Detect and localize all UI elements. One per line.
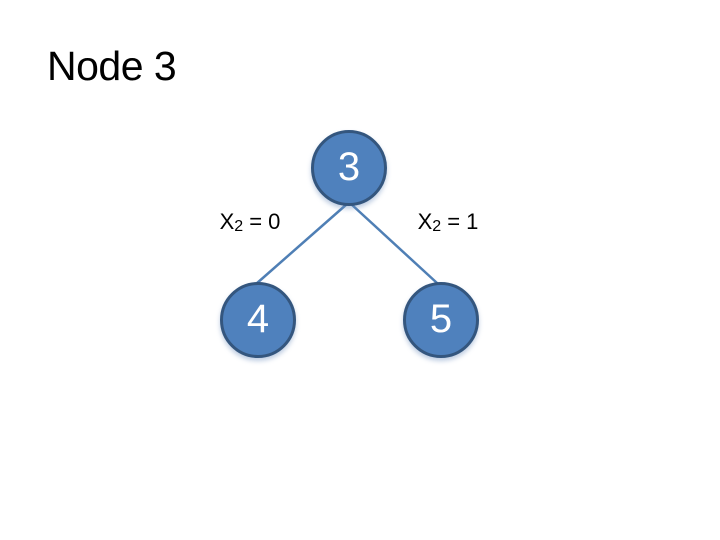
page-title: Node 3: [47, 43, 177, 89]
tree-node-3-label: 3: [337, 145, 361, 189]
edge-label-left-subscript: 2: [234, 218, 244, 235]
edge-right-line: [349, 202, 439, 285]
edge-label-right-subscript: 2: [432, 218, 442, 235]
edge-label-left: X2 = 0: [202, 209, 298, 235]
tree-node-5-label: 5: [429, 297, 453, 341]
edge-label-right-var: X: [417, 209, 433, 234]
tree-node-5: 5: [403, 282, 479, 358]
edge-label-right: X2 = 1: [400, 209, 496, 235]
edge-label-left-value: = 0: [249, 209, 281, 234]
tree-node-4-label: 4: [246, 297, 270, 341]
edge-label-left-var: X: [219, 209, 235, 234]
tree-node-3: 3: [311, 130, 387, 206]
edge-label-right-value: = 1: [447, 209, 479, 234]
edge-left-line: [254, 202, 349, 286]
tree-node-4: 4: [220, 282, 296, 358]
